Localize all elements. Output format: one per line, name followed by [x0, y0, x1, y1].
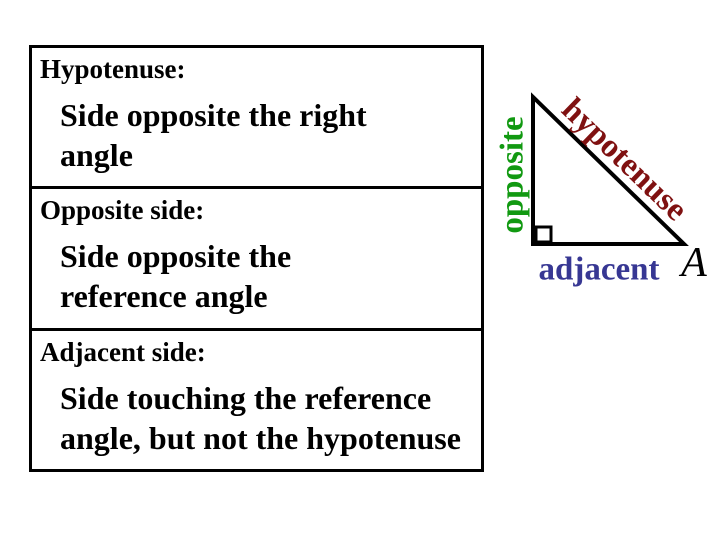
- table-row-hypotenuse: Hypotenuse: Side opposite the right angl…: [32, 48, 481, 186]
- definition-text: Side opposite the right angle: [60, 97, 367, 174]
- term-label: Adjacent side:: [40, 336, 206, 367]
- opposite-side-label: opposite: [494, 116, 531, 234]
- table-row-opposite: Opposite side: Side opposite the referen…: [32, 186, 481, 327]
- term-label: Opposite side:: [40, 195, 205, 226]
- definition-text: Side opposite the reference angle: [60, 238, 292, 315]
- definitions-table: Hypotenuse: Side opposite the right angl…: [29, 45, 484, 472]
- term-label: Hypotenuse:: [40, 54, 186, 84]
- angle-a-label: A: [681, 240, 707, 286]
- right-angle-marker: [534, 225, 553, 244]
- definition-text: Side touching the reference angle, but n…: [60, 379, 461, 456]
- adjacent-side-label: adjacent: [538, 251, 660, 288]
- triangle-outline: [531, 92, 689, 246]
- table-row-adjacent: Adjacent side: Side touching the referen…: [32, 327, 481, 469]
